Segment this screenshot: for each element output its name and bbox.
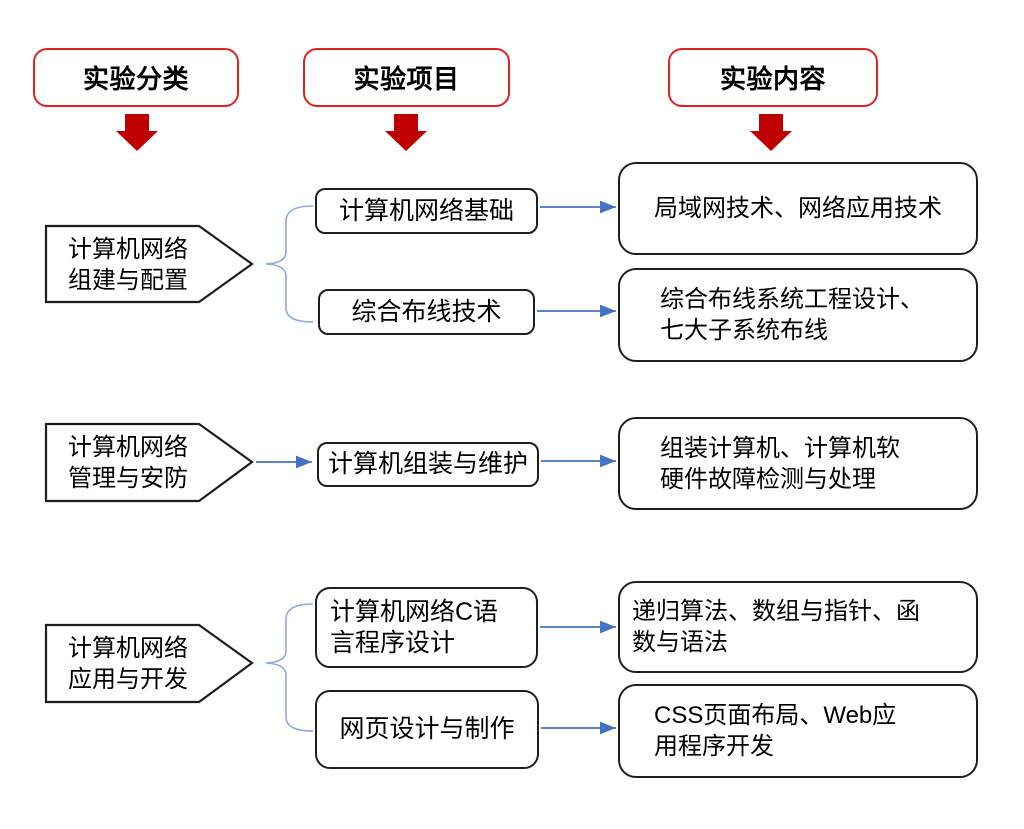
content-box-lan-technology: 局域网技术、网络应用技术 — [618, 162, 978, 255]
header-experiment-classification: 实验分类 — [33, 48, 239, 107]
project-box-computer-assembly: 计算机组装与维护 — [317, 442, 539, 487]
category-pentagon-shape — [44, 422, 254, 503]
brace-connector — [265, 603, 314, 732]
header-experiment-content: 实验内容 — [668, 48, 878, 107]
content-box-cabling-system: 综合布线系统工程设计、 七大子系统布线 — [618, 268, 978, 362]
header-experiment-project: 实验项目 — [303, 48, 510, 107]
project-box-cabling-technology: 综合布线技术 — [318, 289, 535, 335]
down-arrow-icon — [385, 114, 427, 151]
content-box-algorithms-syntax: 递归算法、数组与指针、函 数与语法 — [618, 581, 978, 673]
project-box-c-programming: 计算机网络C语 言程序设计 — [315, 587, 538, 668]
content-box-assembly-troubleshooting: 组装计算机、计算机软 硬件故障检测与处理 — [618, 417, 978, 510]
category-pentagon-shape — [44, 224, 254, 304]
down-arrow-icon — [116, 114, 158, 151]
brace-connector — [265, 205, 314, 323]
down-arrow-icon — [750, 114, 792, 151]
project-box-network-basics: 计算机网络基础 — [315, 188, 538, 234]
category-label-network-setup: 计算机网络 组建与配置 — [68, 236, 188, 294]
content-box-css-web-development: CSS页面布局、Web应 用程序开发 — [618, 684, 978, 778]
category-label-network-development: 计算机网络 应用与开发 — [68, 635, 188, 693]
category-pentagon-shape — [44, 623, 254, 704]
category-label-network-management: 计算机网络 管理与安防 — [68, 434, 188, 492]
project-box-web-design: 网页设计与制作 — [315, 690, 539, 769]
